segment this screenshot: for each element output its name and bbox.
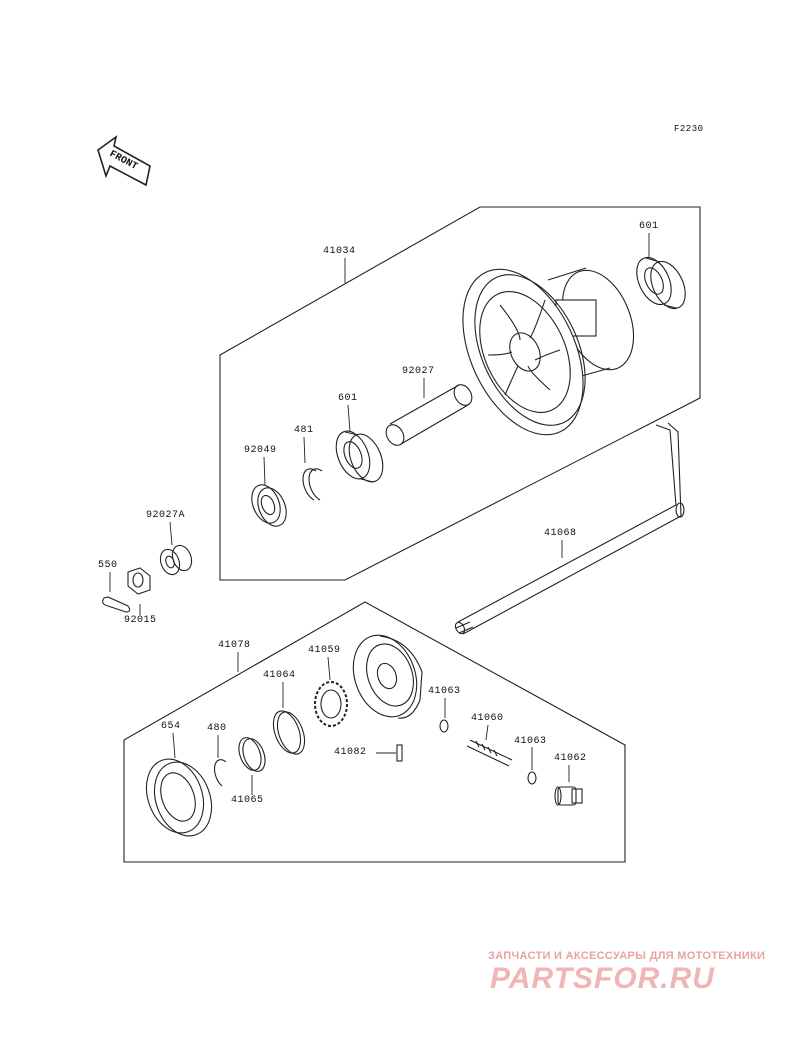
meter-gear-housing-41059 (352, 634, 423, 719)
part-label-41065[interactable]: 41065 (231, 795, 264, 806)
part-label-41062[interactable]: 41062 (554, 753, 587, 764)
axle-nut-92015 (127, 567, 151, 595)
washer-41065 (238, 737, 266, 772)
oil-seal-654 (145, 758, 213, 837)
bearing-601-upper (636, 256, 686, 310)
circlip-481 (302, 468, 323, 501)
part-label-550[interactable]: 550 (98, 560, 118, 571)
oil-seal-92049 (251, 484, 287, 527)
drive-gear-41059 (314, 681, 348, 727)
part-label-92027A[interactable]: 92027A (146, 510, 186, 521)
wheel-hub (462, 267, 635, 436)
bushing-41062 (554, 786, 583, 806)
collar-92027A (159, 544, 193, 576)
part-label-41063-upper[interactable]: 41063 (428, 686, 461, 697)
pin-41082 (396, 744, 403, 762)
pinion-gear-41060 (466, 739, 513, 767)
part-label-41068[interactable]: 41068 (544, 528, 577, 539)
washer-41063-lower (527, 771, 537, 785)
part-label-480[interactable]: 480 (207, 723, 227, 734)
part-label-41082[interactable]: 41082 (334, 747, 367, 758)
watermark-logo: PARTSFOR.RU (490, 962, 715, 995)
part-label-92027[interactable]: 92027 (402, 366, 435, 377)
part-label-92015[interactable]: 92015 (124, 615, 157, 626)
figure-code: F2230 (674, 124, 704, 134)
part-label-601-lower[interactable]: 601 (338, 393, 358, 404)
axle-41068 (454, 422, 685, 635)
part-label-41060[interactable]: 41060 (471, 713, 504, 724)
part-label-601-upper[interactable]: 601 (639, 221, 659, 232)
watermark-tagline: ЗАПЧАСТИ И АКСЕССУАРЫ ДЛЯ МОТОТЕХНИКИ (488, 950, 766, 962)
circlip-480 (214, 759, 227, 787)
part-label-481[interactable]: 481 (294, 425, 314, 436)
part-label-92049[interactable]: 92049 (244, 445, 277, 456)
part-label-41034[interactable]: 41034 (323, 246, 356, 257)
part-label-41064[interactable]: 41064 (263, 670, 296, 681)
spacer-tube-92027 (385, 384, 473, 446)
cotter-pin-550 (102, 596, 131, 613)
part-label-654[interactable]: 654 (161, 721, 181, 732)
bearing-601-lower (335, 430, 384, 483)
front-arrow-icon: FRONT (97, 135, 151, 187)
washer-41063-upper (439, 719, 449, 733)
part-label-41078[interactable]: 41078 (218, 640, 251, 651)
gear-assembly-frame (123, 601, 626, 863)
hub-assembly-frame (219, 206, 701, 581)
part-label-41059[interactable]: 41059 (308, 645, 341, 656)
washer-41064 (272, 710, 306, 755)
part-label-41063-lower[interactable]: 41063 (514, 736, 547, 747)
